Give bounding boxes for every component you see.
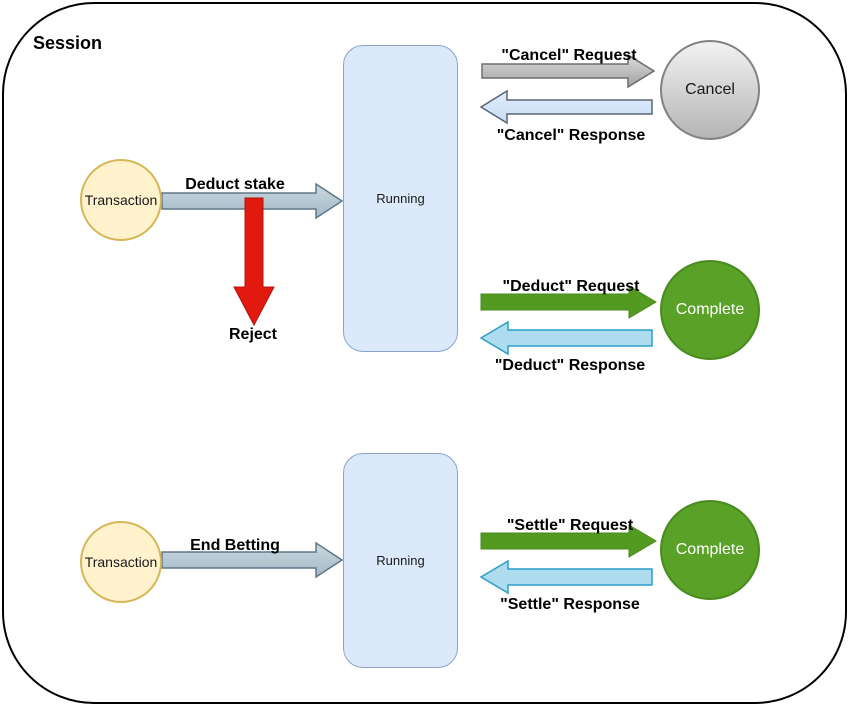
cancel-response-label: "Cancel" Response: [496, 127, 646, 144]
deduct-stake-label: Deduct stake: [185, 176, 285, 193]
complete-state-node-middle: Complete: [660, 260, 760, 360]
running-state-top: Running: [343, 45, 458, 352]
transaction-node-top-label: Transaction: [84, 192, 158, 208]
settle-response-arrow: [479, 559, 653, 595]
end-betting-label: End Betting: [190, 537, 280, 554]
reject-arrow: [233, 197, 275, 327]
running-state-top-label: Running: [376, 191, 425, 206]
cancel-response-arrow: [479, 89, 653, 125]
deduct-request-label: "Deduct" Request: [502, 278, 640, 295]
running-state-bottom: Running: [343, 453, 458, 668]
deduct-response-arrow: [479, 320, 653, 356]
end-betting-arrow: [161, 541, 344, 579]
settle-response-label: "Settle" Response: [500, 596, 640, 613]
running-state-bottom-label: Running: [376, 553, 425, 568]
cancel-request-label: "Cancel" Request: [501, 47, 637, 64]
cancel-state-label: Cancel: [685, 81, 735, 98]
settle-request-label: "Settle" Request: [506, 517, 634, 534]
transaction-node-bottom: Transaction: [80, 521, 162, 603]
cancel-request-arrow: [481, 53, 656, 89]
session-title: Session: [33, 33, 103, 53]
settle-request-arrow: [480, 524, 657, 558]
deduct-request-arrow: [480, 285, 657, 319]
complete-state-middle-label: Complete: [675, 301, 745, 318]
cancel-state-node: Cancel: [660, 40, 760, 140]
transaction-node-bottom-label: Transaction: [84, 554, 158, 570]
reject-label: Reject: [228, 326, 278, 343]
transaction-node-top: Transaction: [80, 159, 162, 241]
complete-state-bottom-label: Complete: [675, 541, 745, 558]
complete-state-node-bottom: Complete: [660, 500, 760, 600]
deduct-response-label: "Deduct" Response: [494, 357, 646, 374]
